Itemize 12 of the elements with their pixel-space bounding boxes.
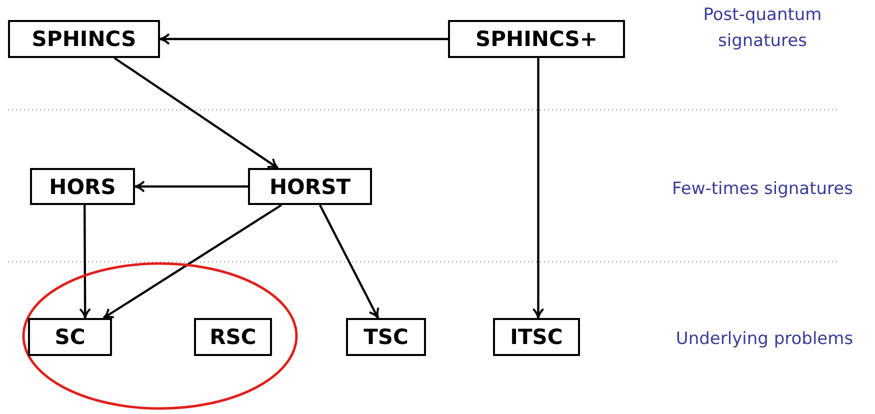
labeled-box: SPHINCS xyxy=(8,20,160,58)
labeled-box: HORST xyxy=(248,168,372,205)
ellipse-outline xyxy=(22,262,298,410)
labeled-box: SPHINCS+ xyxy=(448,20,625,58)
labeled-box: RSC xyxy=(194,318,272,356)
labeled-box: HORS xyxy=(30,168,135,205)
labeled-box: SC xyxy=(28,318,112,356)
row-label: Underlying problems xyxy=(674,328,854,351)
row-label: Few-times signatures xyxy=(671,178,854,201)
row-label: Post-quantum signatures xyxy=(702,4,823,54)
labeled-box: ITSC xyxy=(493,318,580,356)
labeled-box: TSC xyxy=(346,318,426,356)
